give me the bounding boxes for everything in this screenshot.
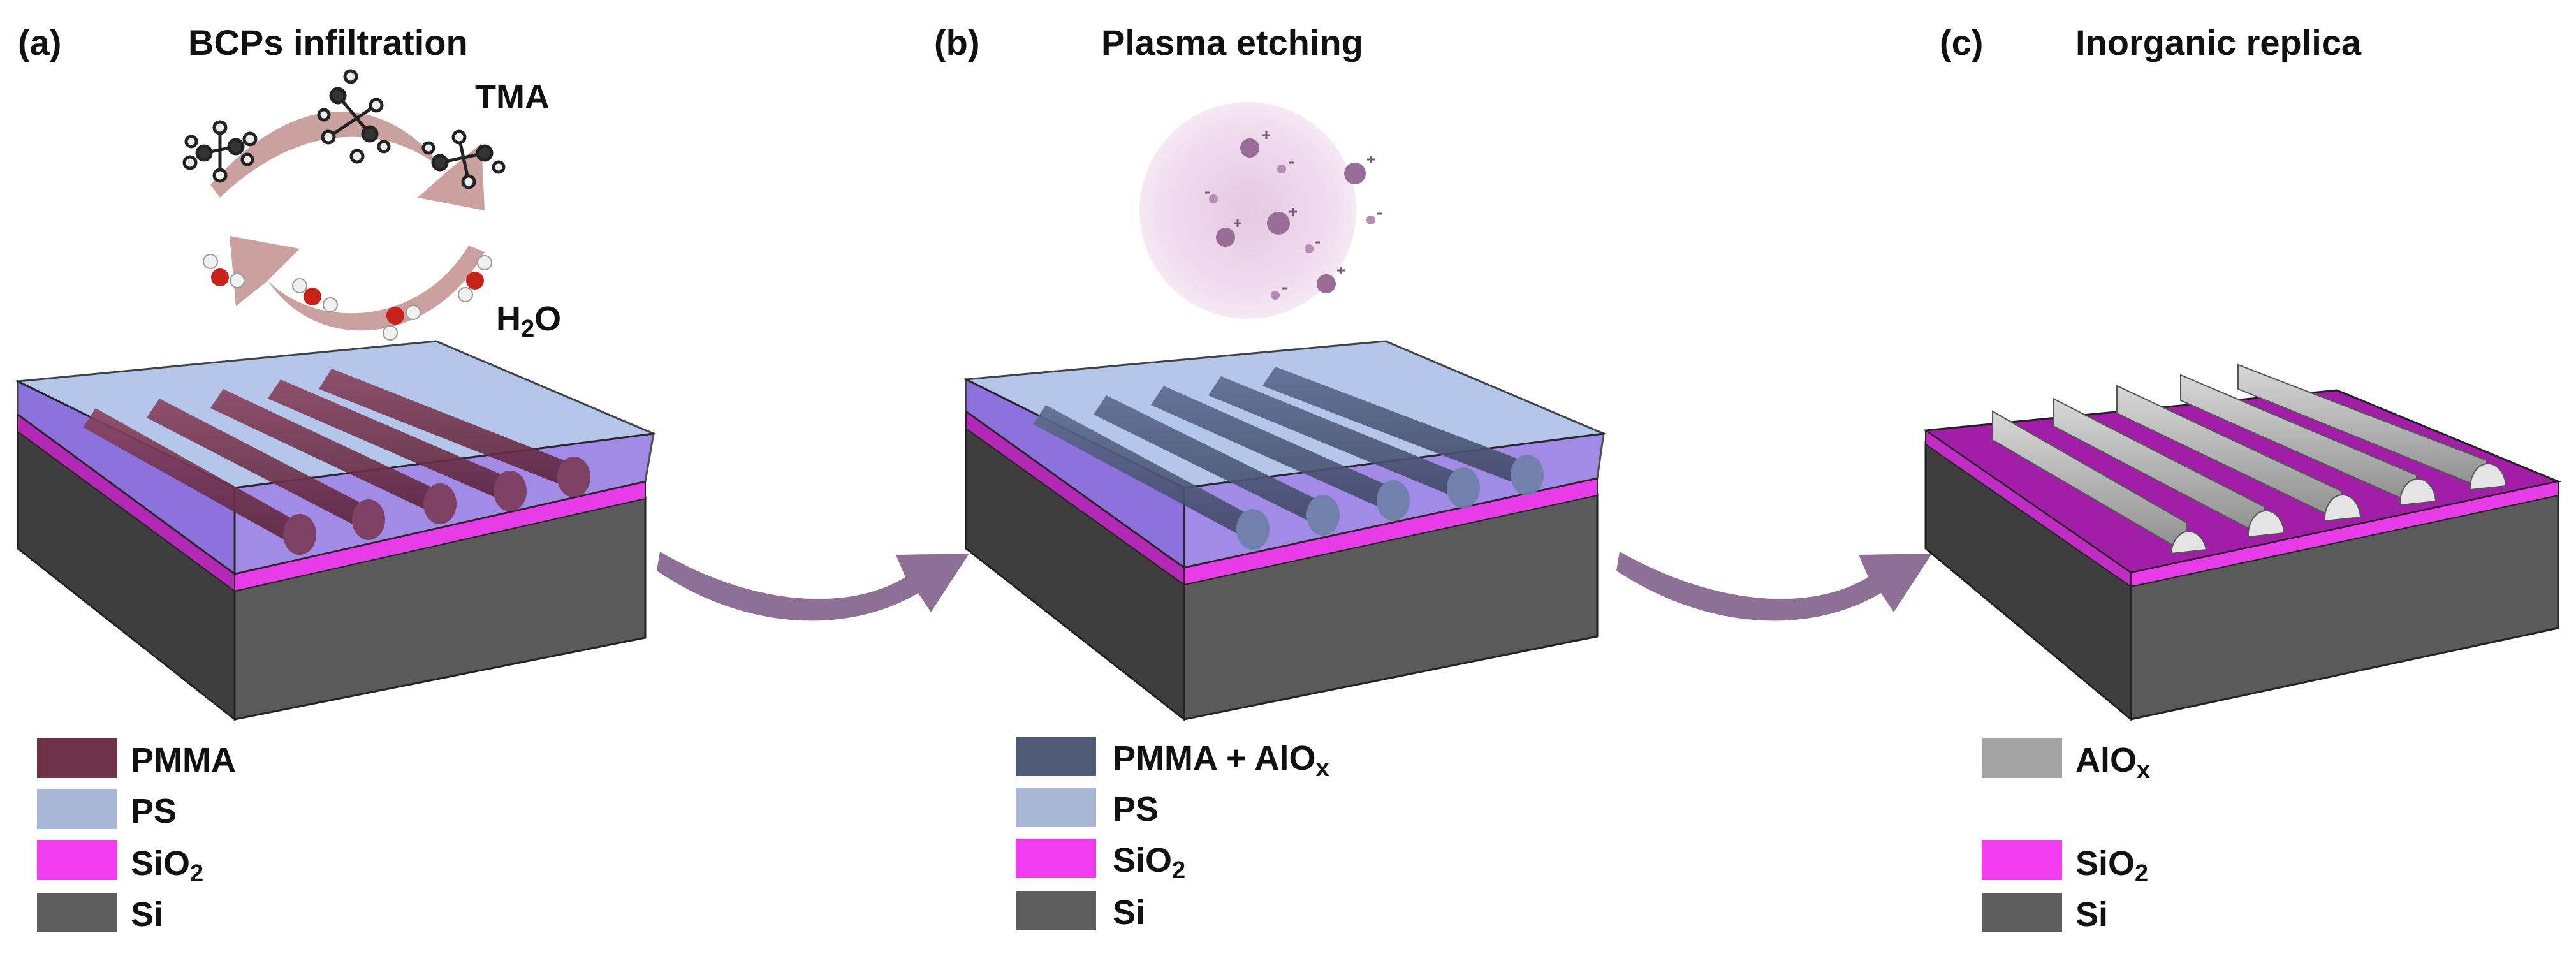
plasma-sphere xyxy=(1139,102,1382,319)
alox-line-3-end xyxy=(2324,494,2362,522)
water-molecule-2 xyxy=(292,278,338,312)
legend-a: PMMA PS SiO2 Si xyxy=(37,738,236,934)
alox-cylinder-2 xyxy=(1094,395,1323,528)
legend-b-label-ps: PS xyxy=(1113,790,1159,828)
pmma-cylinder-1 xyxy=(83,408,300,548)
alox-line-1-end xyxy=(2170,531,2207,555)
legend-b-swatch-ps xyxy=(1016,788,1096,827)
legend-b-swatch-sio2 xyxy=(1016,839,1096,878)
legend-c-label-sio2: SiO2 xyxy=(2075,844,2148,887)
electron-5 xyxy=(1271,291,1280,300)
water-molecule-1 xyxy=(203,254,245,288)
legend-a-swatch-sio2 xyxy=(37,840,117,880)
electron-2 xyxy=(1209,194,1218,203)
alox-line-3 xyxy=(2116,385,2342,522)
legend-a-label-ps: PS xyxy=(131,792,177,830)
pmma-cylinder-4-end xyxy=(494,471,527,511)
pmma-cylinder-5-end xyxy=(557,457,590,497)
alox-line-5 xyxy=(2237,363,2487,491)
alox-cylinder-1 xyxy=(1033,405,1253,542)
alox-line-2 xyxy=(2053,397,2265,538)
pmma-cylinder-4 xyxy=(268,379,510,504)
alox-cylinder-2-end xyxy=(1306,495,1340,536)
ion-2 xyxy=(1344,163,1366,184)
legend-c-label-si: Si xyxy=(2075,895,2108,934)
legend-a-label-si: Si xyxy=(131,895,163,934)
block-b xyxy=(962,340,1607,722)
panel-c-title: Inorganic replica xyxy=(2075,22,2362,62)
alox-line-5-end xyxy=(2469,462,2507,491)
legend-a-swatch-ps xyxy=(37,789,117,829)
pmma-cylinder-3 xyxy=(210,389,440,517)
panel-b-title: Plasma etching xyxy=(1101,22,1363,62)
pmma-cylinder-3-end xyxy=(423,483,457,524)
legend-a-label-pmma: PMMA xyxy=(131,741,236,779)
alox-cylinder-1-end xyxy=(1236,509,1270,550)
alox-cylinder-3 xyxy=(1151,386,1393,513)
legend-c-swatch-alox xyxy=(1982,738,2062,778)
legend-b: PMMA + AlOx PS SiO2 Si xyxy=(1016,737,1329,932)
h2o-label: H2O xyxy=(496,300,561,342)
alox-line-4 xyxy=(2180,374,2417,506)
panel-b-letter: (b) xyxy=(934,22,980,62)
block-c-alox-lines xyxy=(1992,363,2507,555)
electron-1 xyxy=(1277,165,1286,173)
ion-1 xyxy=(1240,138,1259,158)
alox-cylinder-5 xyxy=(1262,367,1527,488)
transition-arrow-2 xyxy=(1616,552,1932,621)
alox-cylinder-5-end xyxy=(1511,455,1544,495)
electron-3 xyxy=(1366,216,1375,224)
ion-5 xyxy=(1317,274,1336,293)
block-b-pmma-alox-cylinders xyxy=(1033,367,1544,550)
legend-b-label-pmma-alox: PMMA + AlOx xyxy=(1113,739,1329,782)
legend-b-swatch-pmma-alox xyxy=(1016,737,1096,776)
alox-cylinder-4-end xyxy=(1447,467,1480,508)
legend-c: AlOx SiO2 Si xyxy=(1982,738,2150,934)
alox-cylinder-3-end xyxy=(1377,480,1410,521)
legend-b-swatch-si xyxy=(1016,891,1096,930)
ion-3 xyxy=(1267,212,1290,235)
h2o-cycle-arrow xyxy=(230,236,485,331)
legend-a-swatch-si xyxy=(37,893,117,932)
panel-a-letter: (a) xyxy=(18,22,61,62)
block-a xyxy=(14,340,657,722)
block-c-sio2-left xyxy=(1925,429,2132,588)
tma-molecule-middle xyxy=(317,69,391,164)
infiltration-cycle: TMA H2O xyxy=(182,69,561,342)
pmma-cylinder-1-end xyxy=(283,514,316,555)
legend-c-swatch-sio2 xyxy=(1982,840,2062,880)
legend-b-label-si: Si xyxy=(1113,893,1145,932)
block-a-pmma-cylinders xyxy=(83,369,590,555)
alox-line-4-end xyxy=(2399,478,2437,506)
pmma-cylinder-5 xyxy=(319,369,574,490)
legend-b-label-sio2: SiO2 xyxy=(1113,841,1185,884)
alox-cylinder-4 xyxy=(1208,376,1463,501)
electron-4 xyxy=(1305,244,1314,253)
tma-molecule-left xyxy=(182,120,258,183)
panel-a-title: BCPs infiltration xyxy=(188,22,468,62)
water-molecule-4 xyxy=(458,255,492,302)
transition-arrow-1 xyxy=(657,552,969,621)
block-c xyxy=(1922,363,2562,722)
legend-a-label-sio2: SiO2 xyxy=(131,844,203,887)
panel-c-letter: (c) xyxy=(1940,22,1983,62)
legend-c-swatch-si xyxy=(1982,893,2062,932)
legend-a-swatch-pmma xyxy=(37,738,117,778)
alox-line-1 xyxy=(1992,410,2188,555)
tma-cycle-arrow xyxy=(210,111,485,210)
legend-c-label-alox: AlOx xyxy=(2075,741,2150,784)
tma-molecule-right xyxy=(421,129,506,189)
ion-4 xyxy=(1216,228,1235,247)
pmma-cylinder-2-end xyxy=(352,499,385,540)
pmma-cylinder-2 xyxy=(147,399,369,532)
water-molecule-3 xyxy=(383,305,421,341)
tma-label: TMA xyxy=(475,78,550,116)
alox-line-2-end xyxy=(2247,510,2285,538)
